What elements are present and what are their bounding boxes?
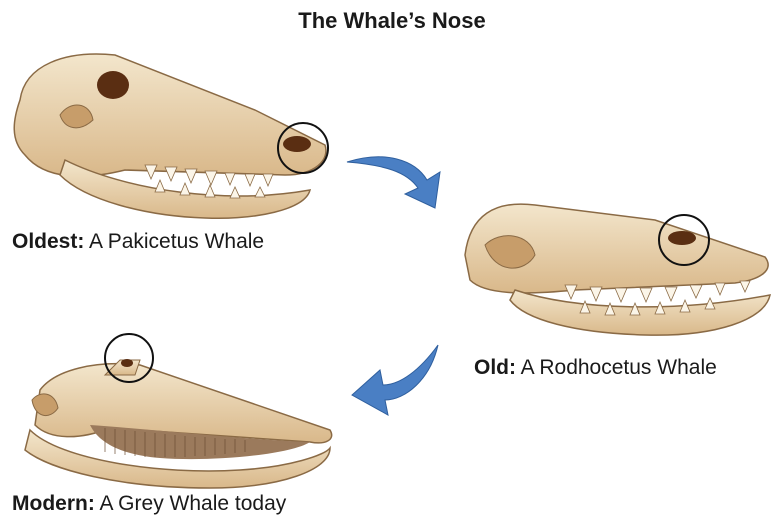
stage-caption: Modern: A Grey Whale today (12, 492, 286, 516)
diagram-title: The Whale’s Nose (0, 8, 784, 34)
stage-caption: Old: A Rodhocetus Whale (474, 356, 717, 380)
grey-whale-skull-icon (10, 330, 340, 490)
arrow-icon (350, 340, 445, 420)
stage-caption: Oldest: A Pakicetus Whale (12, 230, 264, 254)
rodhocetus-skull-icon (455, 195, 780, 345)
pakicetus-skull-icon (5, 40, 335, 225)
arrow-icon (345, 150, 445, 210)
